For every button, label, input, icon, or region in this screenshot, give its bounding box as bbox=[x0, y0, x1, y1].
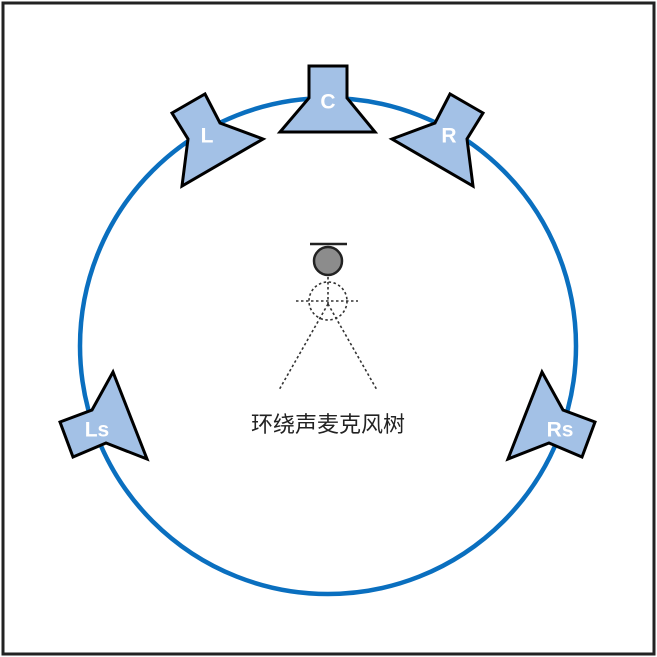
listener bbox=[310, 242, 347, 277]
speaker-circle bbox=[77, 95, 579, 597]
speaker-center: C bbox=[276, 64, 379, 134]
speaker-right: R bbox=[388, 91, 486, 189]
speaker-label-rs: Rs bbox=[547, 419, 574, 442]
caption: 环绕声麦克风树 bbox=[251, 413, 405, 438]
speaker-right-surround: Rs bbox=[505, 368, 597, 462]
speaker-label-c: C bbox=[320, 91, 335, 114]
speaker-label-ls: Ls bbox=[85, 419, 110, 442]
listener-head-icon bbox=[312, 245, 344, 277]
speaker-left: L bbox=[169, 91, 267, 189]
microphone-tree-icon bbox=[278, 277, 378, 391]
speaker-label-r: R bbox=[441, 125, 456, 148]
speaker-left-surround: Ls bbox=[58, 368, 150, 462]
speaker-label-l: L bbox=[201, 125, 214, 148]
